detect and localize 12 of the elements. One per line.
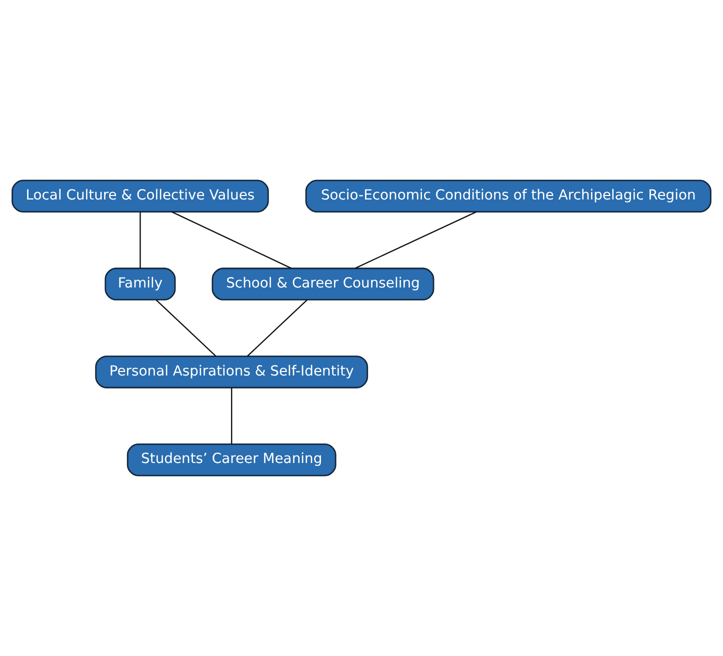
connector bbox=[231, 388, 232, 444]
node-box: School & Career Counseling bbox=[212, 268, 434, 300]
connector bbox=[171, 211, 292, 269]
node-box: Socio-Economic Conditions of the Archipelagic Region bbox=[305, 180, 712, 213]
node-box: Local Culture & Collective Values bbox=[12, 180, 269, 213]
connector bbox=[156, 299, 216, 357]
connector bbox=[354, 211, 477, 269]
node-box: Family bbox=[104, 268, 176, 300]
connector bbox=[246, 299, 308, 357]
node-box: Personal Aspirations & Self-Identity bbox=[95, 356, 368, 388]
node-box: Students’ Career Meaning bbox=[126, 443, 336, 476]
connector bbox=[140, 212, 141, 268]
